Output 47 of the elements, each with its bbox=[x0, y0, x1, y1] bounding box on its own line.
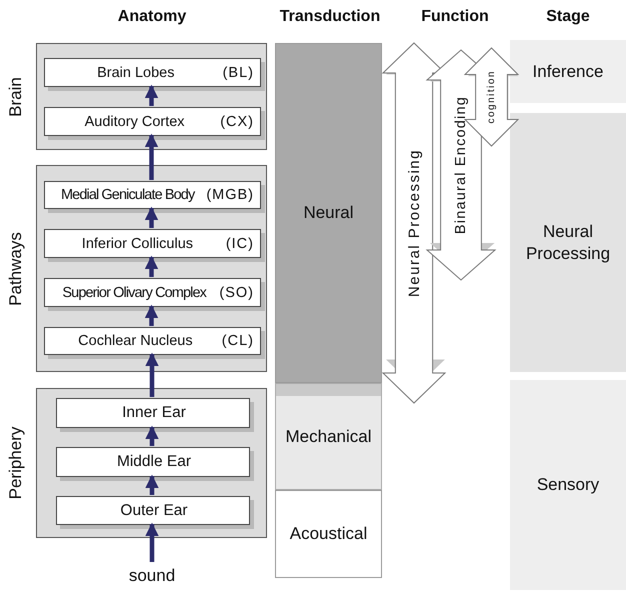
flow-arrow bbox=[145, 474, 159, 495]
stage-band bbox=[510, 113, 626, 372]
transduction-band bbox=[275, 490, 382, 578]
structure-name: Brain Lobes bbox=[96, 64, 176, 80]
band-label: Neural bbox=[302, 202, 355, 224]
abbreviation: (SO) bbox=[219, 284, 254, 300]
flow-arrow bbox=[145, 426, 159, 446]
abbreviation: (CX) bbox=[220, 114, 254, 130]
column-heading: Transduction bbox=[280, 8, 380, 26]
transduction-band bbox=[275, 383, 382, 490]
band-label: Neural Processing bbox=[524, 221, 612, 264]
column-heading: Function bbox=[421, 8, 489, 26]
input-label: sound bbox=[128, 566, 176, 586]
flow-arrow bbox=[144, 134, 158, 180]
column-heading: Anatomy bbox=[118, 8, 186, 26]
function-label: Binaural Encoding bbox=[453, 96, 469, 234]
flow-arrow bbox=[144, 84, 158, 106]
function-label: cognition bbox=[486, 70, 497, 124]
structure-name: Medial Geniculate Body bbox=[60, 187, 196, 203]
group-label: Pathways bbox=[6, 232, 26, 306]
structure-name: Cochlear Nucleus bbox=[77, 333, 194, 349]
structure-name: Middle Ear bbox=[116, 453, 192, 471]
flow-arrow bbox=[144, 206, 158, 228]
flow-arrow bbox=[144, 256, 158, 277]
flow-arrow bbox=[145, 522, 159, 562]
structure-name: Outer Ear bbox=[119, 502, 189, 520]
function-span-shape bbox=[383, 43, 445, 403]
flow-arrow bbox=[144, 304, 158, 326]
column-heading: Stage bbox=[546, 8, 590, 26]
structure-name: Auditory Cortex bbox=[84, 114, 186, 130]
abbreviation: (BL) bbox=[222, 64, 254, 80]
band-label: Acoustical bbox=[288, 523, 368, 545]
flow-arrow bbox=[145, 352, 159, 397]
structure-name: Superior Olivary Complex bbox=[61, 284, 208, 300]
band-label: Inference bbox=[532, 60, 604, 82]
transduction-band bbox=[275, 43, 382, 383]
structure-name: Inner Ear bbox=[121, 404, 187, 422]
function-label: Neural Processing bbox=[406, 148, 422, 298]
abbreviation: (IC) bbox=[226, 236, 254, 252]
abbreviation: (CL) bbox=[222, 333, 254, 349]
band-label: Sensory bbox=[536, 474, 600, 496]
abbreviation: (MGB) bbox=[206, 187, 254, 203]
group-label: Periphery bbox=[6, 426, 26, 500]
structure-name: Inferior Colliculus bbox=[80, 236, 194, 252]
stage-band bbox=[510, 40, 626, 103]
group-label: Brain bbox=[6, 76, 26, 116]
band-label: Mechanical bbox=[285, 426, 372, 448]
